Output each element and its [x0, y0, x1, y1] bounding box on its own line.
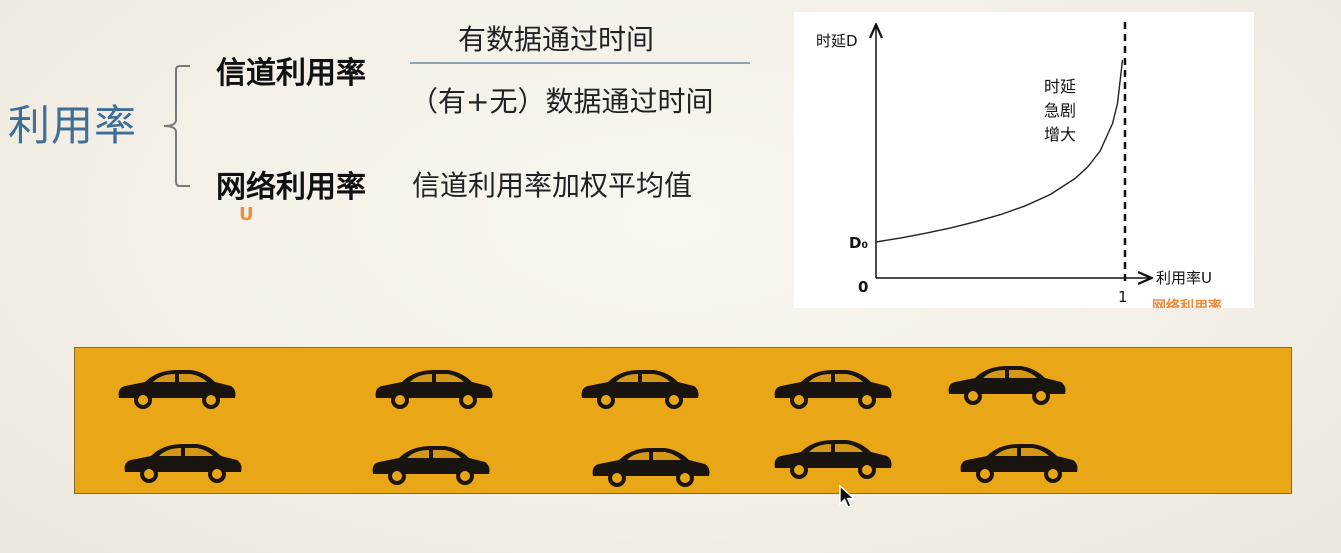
car-icon — [945, 360, 1069, 406]
x-max-tick-label: 1 — [1118, 288, 1128, 306]
car-icon — [369, 440, 493, 486]
car-icon — [771, 364, 895, 410]
annotation-line-2: 急剧 — [1044, 101, 1076, 120]
car-icon — [771, 434, 895, 480]
car-icon — [578, 364, 702, 410]
main-term-utilization: 利用率 — [8, 101, 138, 150]
car-icon — [115, 364, 239, 410]
x-axis-note: 网络利用率 — [1152, 298, 1222, 308]
delay-utilization-chart: 时延D 利用率U 网络利用率 D₀ 0 1 时延 急剧 增大 — [794, 12, 1254, 308]
fraction-denominator: （有+无）数据通过时间 — [410, 85, 714, 118]
delay-curve — [875, 59, 1124, 243]
annotation-line-1: 时延 — [1044, 77, 1076, 96]
car-icon — [589, 442, 713, 488]
d0-label: D₀ — [849, 234, 868, 252]
car-icon — [372, 364, 496, 410]
channel-utilization-label: 信道利用率 — [216, 56, 366, 91]
network-utilization-label: 网络利用率 — [216, 170, 366, 205]
fraction-bar — [410, 62, 750, 64]
left-brace-icon — [163, 65, 190, 187]
car-icon — [957, 438, 1081, 484]
origin-label: 0 — [858, 278, 868, 296]
y-axis-label: 时延D — [816, 32, 858, 50]
road-illustration — [74, 347, 1292, 494]
car-icon — [121, 438, 245, 484]
annotation-line-3: 增大 — [1044, 125, 1076, 144]
u-symbol-annotation: U — [239, 204, 254, 225]
mouse-cursor-icon — [839, 484, 856, 508]
network-utilization-definition: 信道利用率加权平均值 — [412, 169, 693, 202]
fraction-numerator: 有数据通过时间 — [458, 23, 655, 56]
x-axis-label: 利用率U — [1156, 269, 1212, 287]
